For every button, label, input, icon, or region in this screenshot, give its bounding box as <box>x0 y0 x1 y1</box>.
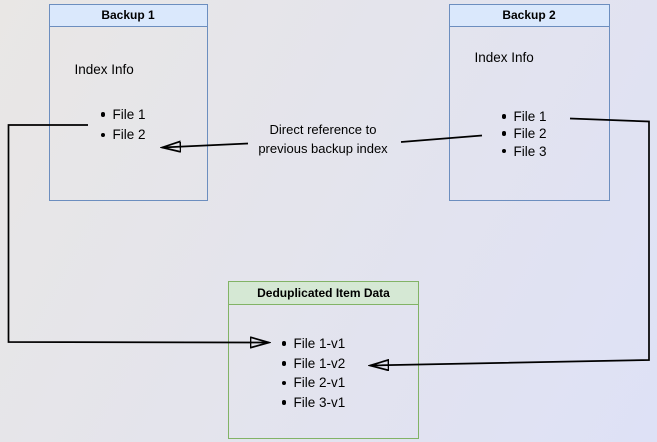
backup1-file-list: File 1 File 2 <box>100 105 146 146</box>
backup1-index-info-label: Index Info <box>74 61 134 77</box>
list-item: File 1 <box>501 108 547 125</box>
list-item: File 1-v1 <box>281 334 345 354</box>
backup1-header: Backup 1 <box>49 5 207 27</box>
list-item: File 2 <box>501 125 547 142</box>
backup2-file-list: File 1 File 2 File 3 <box>501 108 547 160</box>
edge-label-line2: previous backup index <box>258 140 388 156</box>
edge-label-line1: Direct reference to <box>269 122 377 137</box>
list-item: File 2 <box>100 125 146 146</box>
backup2-index-info-label: Index Info <box>474 49 534 65</box>
list-item: File 3 <box>501 143 547 160</box>
backup2-header: Backup 2 <box>449 5 609 27</box>
list-item: File 1-v2 <box>281 354 345 374</box>
direct-reference-edge-label: Direct reference to previous backup inde… <box>238 121 408 158</box>
dedup-header: Deduplicated Item Data <box>229 282 418 305</box>
list-item: File 2-v1 <box>281 373 345 393</box>
dedup-file-list: File 1-v1 File 1-v2 File 2-v1 File 3-v1 <box>281 334 345 413</box>
list-item: File 1 <box>100 105 146 126</box>
list-item: File 3-v1 <box>281 393 345 413</box>
backup1-node: Backup 1 Index Info File 1 File 2 <box>48 4 208 201</box>
dedup-node: Deduplicated Item Data File 1-v1 File 1-… <box>228 281 419 439</box>
backup2-node: Backup 2 Index Info File 1 File 2 File 3 <box>448 4 610 201</box>
